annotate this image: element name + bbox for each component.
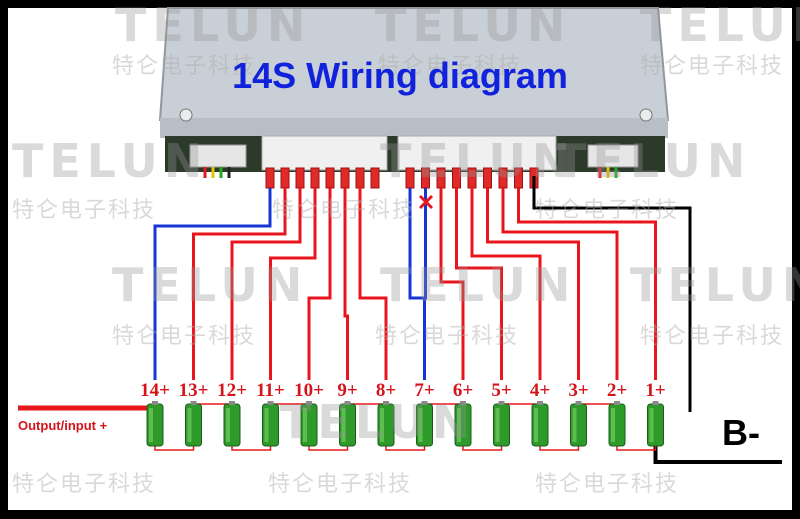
wire-layer — [18, 167, 782, 464]
cell-label: 9+ — [337, 380, 358, 401]
balance-wire — [343, 188, 349, 380]
balance-wire — [486, 188, 580, 380]
balance-wire — [439, 188, 465, 380]
screw-hole-left — [179, 108, 193, 122]
ntc-connector-right — [587, 144, 639, 168]
battery-highlight — [341, 408, 346, 442]
battery-cells — [146, 401, 664, 447]
cell-label: 1+ — [645, 380, 666, 401]
balance-wire — [358, 188, 388, 380]
cell-label: 8+ — [375, 380, 397, 401]
cell-label: 12+ — [217, 380, 247, 401]
balance-wire — [408, 188, 426, 380]
battery-terminal — [575, 401, 582, 405]
battery-terminal — [614, 401, 620, 405]
cell-label: 13+ — [178, 380, 209, 401]
battery-highlight — [418, 408, 423, 442]
connector-pin — [325, 167, 335, 189]
output-input-label: Output/input + — [18, 418, 108, 433]
cell-label: 14+ — [140, 380, 170, 401]
series-link — [308, 446, 349, 451]
b-minus-label: B- — [722, 412, 760, 453]
balance-wire — [307, 188, 332, 380]
balance-wire — [501, 188, 619, 380]
battery-terminal — [306, 401, 312, 405]
screw-hole-right — [639, 108, 653, 122]
connector-pin — [498, 167, 508, 189]
balance-wire-7-secondary — [424, 188, 427, 300]
battery-highlight — [611, 408, 615, 442]
battery-highlight — [457, 408, 461, 442]
connector-pin — [295, 167, 305, 189]
battery-highlight — [303, 408, 307, 442]
cross-mark — [418, 194, 434, 210]
balance-wire — [192, 188, 287, 380]
battery-terminal — [537, 401, 543, 405]
series-link — [616, 446, 657, 451]
connector-pin — [452, 167, 461, 189]
battery-terminal — [421, 401, 428, 405]
battery-highlight — [572, 408, 577, 442]
battery-highlight — [187, 408, 192, 442]
balance-wire — [230, 188, 302, 380]
battery-highlight — [264, 408, 269, 442]
series-link — [539, 446, 580, 451]
b-minus-wire — [653, 446, 782, 464]
connector-pin — [370, 167, 380, 189]
battery-highlight — [495, 408, 500, 442]
battery-terminal — [652, 401, 659, 405]
series-link — [462, 446, 503, 451]
balance-connector-left — [261, 135, 388, 171]
battery-terminal — [383, 401, 389, 405]
connector-pin — [514, 167, 523, 189]
balance-wire — [153, 188, 272, 380]
balance-wire-1 — [517, 188, 657, 380]
cell-label: 3+ — [568, 380, 589, 401]
connector-pin — [436, 167, 446, 189]
connector-pin — [340, 167, 350, 189]
bms-board-edge — [160, 118, 668, 138]
cell-label: 6+ — [452, 380, 474, 401]
balance-wire — [455, 188, 503, 380]
cell-label: 10+ — [294, 380, 324, 401]
connector-pin — [310, 167, 320, 189]
connector-pin — [280, 167, 290, 189]
battery-terminal — [267, 401, 274, 405]
series-link — [231, 446, 272, 451]
battery-highlight — [380, 408, 384, 442]
balance-wire — [269, 188, 317, 380]
battery-highlight — [649, 408, 654, 442]
series-link — [154, 446, 195, 451]
cell-label: 7+ — [414, 380, 435, 401]
battery-terminal — [460, 401, 466, 405]
battery-terminal — [152, 401, 158, 405]
cell-label: 2+ — [606, 380, 628, 401]
battery-terminal — [344, 401, 351, 405]
cell-label: 4+ — [529, 380, 551, 401]
diagram-title: 14S Wiring diagram — [232, 55, 568, 96]
battery-highlight — [226, 408, 230, 442]
balance-wire-ground — [532, 176, 692, 412]
cell-label: 5+ — [491, 380, 512, 401]
connector-pin — [405, 167, 415, 189]
connector-pin — [355, 167, 365, 189]
connector-pin — [421, 167, 430, 189]
connector-pin — [467, 167, 477, 189]
balance-connector-right — [397, 135, 557, 171]
battery-terminal — [190, 401, 197, 405]
battery-highlight — [534, 408, 538, 442]
connector-pin — [265, 167, 275, 189]
ntc-connector-left — [189, 144, 247, 168]
battery-highlight — [149, 408, 153, 442]
cell-label: 11+ — [256, 380, 285, 401]
battery-terminal — [498, 401, 505, 405]
balance-wire — [470, 188, 542, 380]
battery-terminal — [229, 401, 235, 405]
connector-pin — [483, 167, 492, 189]
series-link — [385, 446, 426, 451]
